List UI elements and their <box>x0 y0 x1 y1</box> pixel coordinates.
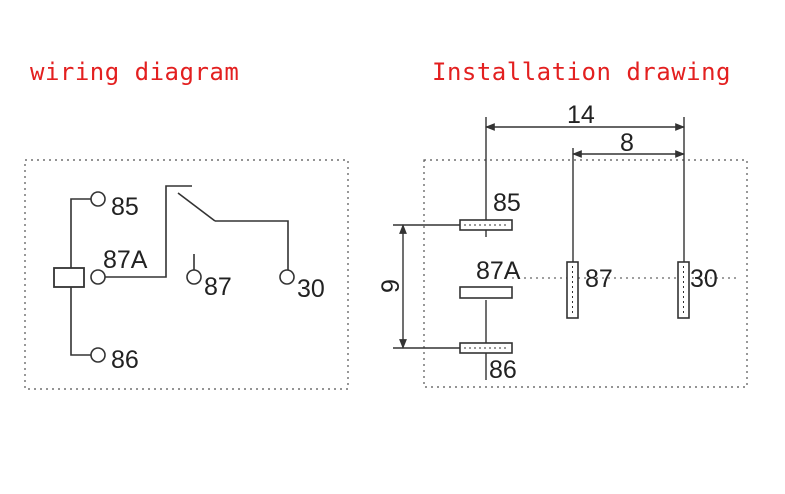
terminal-85-circle <box>90 191 106 207</box>
pin-label-85: 85 <box>493 189 521 217</box>
pin-87a <box>459 286 513 299</box>
terminal-86-circle <box>90 347 106 363</box>
coil-wire-top <box>70 198 91 268</box>
terminal-87-circle <box>186 269 202 285</box>
common-wire <box>215 220 289 270</box>
relay-coil <box>53 267 85 288</box>
installation-drawing <box>393 117 748 388</box>
nc-contact-wire <box>105 185 192 278</box>
label-87a: 87A <box>103 246 148 274</box>
dimension-14-label: 14 <box>567 101 595 129</box>
pin-label-87a: 87A <box>476 257 521 285</box>
label-30: 30 <box>297 275 325 303</box>
dimension-8-label: 8 <box>620 129 634 157</box>
pin-30 <box>677 261 690 319</box>
pin-label-30: 30 <box>690 265 718 293</box>
installation-labels: 14 8 9 85 87A 87 30 86 <box>377 101 718 384</box>
pin-label-86: 86 <box>489 356 517 384</box>
label-86: 86 <box>111 346 139 374</box>
label-85: 85 <box>111 193 139 221</box>
wiring-diagram <box>24 159 349 390</box>
installation-drawing-title: Installation drawing <box>432 58 731 86</box>
dimension-9-label: 9 <box>377 279 405 293</box>
pin-87 <box>566 261 579 319</box>
wiring-labels: 85 87A 87 30 86 <box>103 193 325 374</box>
switch-arm <box>177 192 216 222</box>
label-87: 87 <box>204 273 232 301</box>
coil-wire-bottom <box>70 287 91 356</box>
wiring-diagram-title: wiring diagram <box>30 58 240 86</box>
pin-label-87: 87 <box>585 265 613 293</box>
terminal-30-circle <box>279 269 295 285</box>
